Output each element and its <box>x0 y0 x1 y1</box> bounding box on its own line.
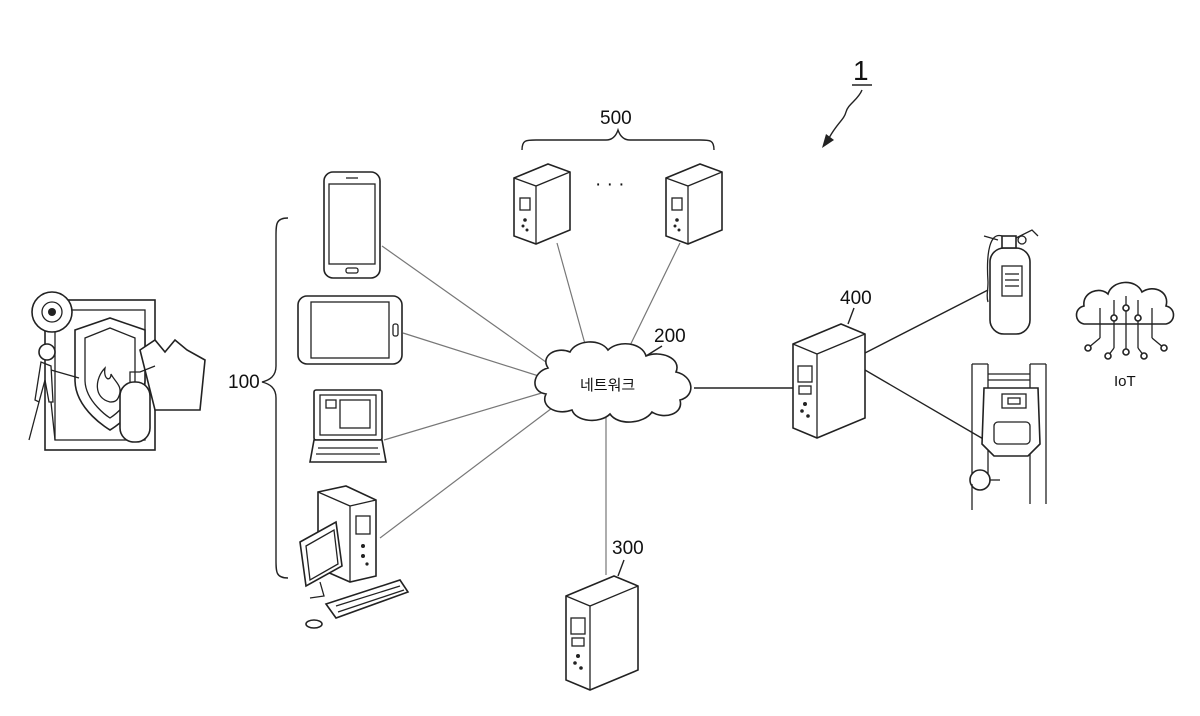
laptop-icon <box>310 390 386 462</box>
server-300-label: 300 <box>612 538 644 559</box>
fire-extinguisher-icon <box>984 230 1038 334</box>
terminals-brace <box>262 218 288 578</box>
link-server400-meter <box>865 370 985 440</box>
server-300-label-group: 300 <box>612 538 644 576</box>
figure-squiggle-arrow <box>828 90 862 140</box>
extinguisher-small <box>120 382 150 442</box>
link-tablet-network <box>403 333 545 378</box>
laptop-keyboard-base <box>310 440 386 462</box>
link-server400-extinguisher <box>865 290 988 353</box>
desktop-pc-icon <box>300 486 408 628</box>
connection-lines <box>380 243 988 575</box>
person-head <box>39 344 55 360</box>
figure-reference: 1 <box>822 55 872 148</box>
iot-label: IoT <box>1114 373 1136 390</box>
terminals-group: 100 <box>228 218 288 578</box>
smartphone-icon <box>324 172 380 278</box>
servers-brace <box>522 130 714 150</box>
server-icon <box>793 324 865 438</box>
server-icon <box>514 164 570 244</box>
meter-icon <box>970 364 1046 510</box>
network-cloud: 네트워크 200 <box>535 326 691 422</box>
network-name: 네트워크 <box>580 376 635 394</box>
server-icon <box>566 576 638 690</box>
link-desktop-network <box>380 402 560 538</box>
server-300-leader <box>618 560 624 576</box>
link-smartphone-network <box>382 246 560 372</box>
link-laptop-network <box>384 392 545 440</box>
servers-ellipsis: · · · <box>595 174 625 195</box>
arrow-head <box>822 134 834 148</box>
fire-safety-illustration-icon <box>29 292 205 450</box>
pc-mouse <box>306 620 322 628</box>
server-icon <box>666 164 722 244</box>
tablet-icon <box>298 296 402 364</box>
server-400-label: 400 <box>840 288 872 309</box>
server-400-leader <box>848 308 854 324</box>
figure-number: 1 <box>853 55 869 86</box>
terminals-label: 100 <box>228 372 260 393</box>
server-400-label-group: 400 <box>840 288 872 324</box>
iot-cloud-icon: IoT <box>1077 282 1174 390</box>
network-ref-label: 200 <box>654 326 686 347</box>
servers-500-group: 500 <box>522 108 714 150</box>
servers-500-label: 500 <box>600 108 632 129</box>
